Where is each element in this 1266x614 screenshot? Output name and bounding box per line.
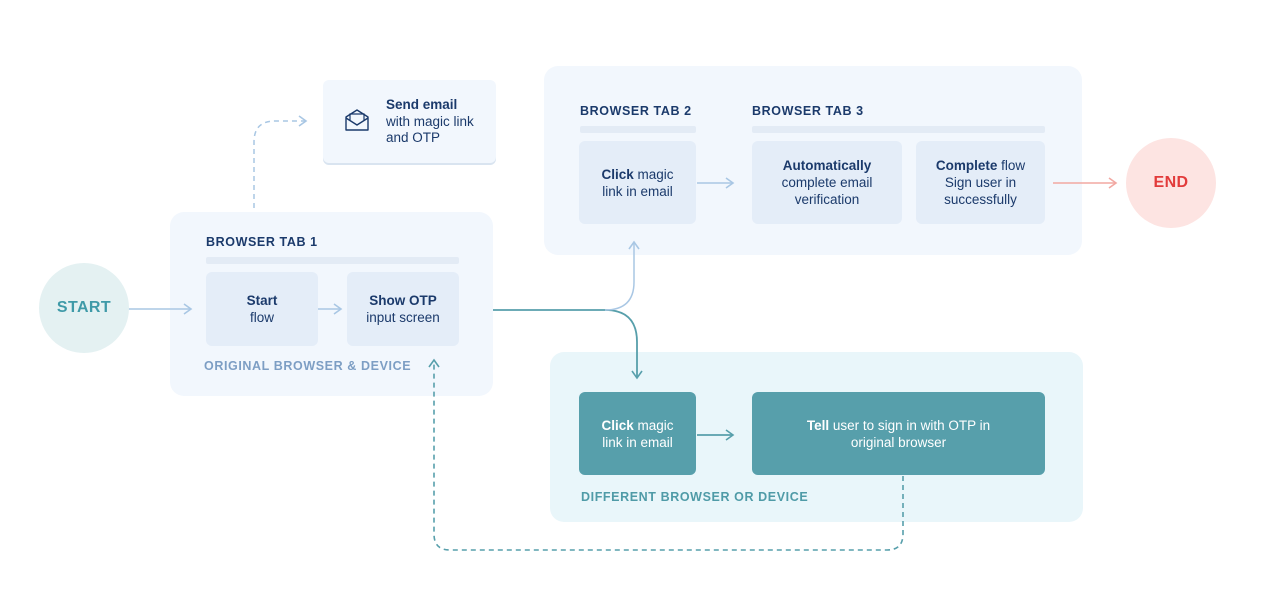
dashed-arrow-to-email xyxy=(253,115,308,208)
diff-tell-rest1: user to sign in with OTP in xyxy=(829,417,991,433)
browser-tab-1-bar xyxy=(206,257,459,264)
diff-click-bold: Click xyxy=(601,417,634,433)
end-label: END xyxy=(1153,174,1189,191)
branch-line-up xyxy=(604,240,640,311)
browser-tab-3-bar xyxy=(752,126,1045,133)
browser-tab-1-label: BROWSER TAB 1 xyxy=(206,235,318,249)
tab3-complete-bold: Complete xyxy=(935,158,998,173)
tab3-complete-l2: Sign user in xyxy=(944,175,1017,190)
show-otp-bold: Show OTP xyxy=(369,293,437,308)
show-otp-rest: input screen xyxy=(366,310,440,325)
tab2-click-bold: Click xyxy=(601,166,634,182)
send-email-line2: and OTP xyxy=(386,130,441,145)
start-flow-bold: Start xyxy=(246,293,278,308)
tab2-click-rest2: link in email xyxy=(602,183,673,199)
tab3-auto-l2: complete email xyxy=(781,175,873,190)
diff-tell-box: Tell user to sign in with OTP in origina… xyxy=(752,392,1045,475)
end-node: END xyxy=(1126,138,1216,228)
browser-tab-2-bar xyxy=(580,126,696,133)
tab3-auto-box: Automatically complete email verificatio… xyxy=(752,141,902,224)
different-browser-label: DIFFERENT BROWSER OR DEVICE xyxy=(581,490,809,504)
envelope-icon xyxy=(345,109,369,131)
tab2-click-box: Click magic link in email xyxy=(579,141,696,224)
original-browser-label: ORIGINAL BROWSER & DEVICE xyxy=(204,359,412,373)
diff-tell-bold: Tell xyxy=(806,417,830,433)
show-otp-box: Show OTP input screen xyxy=(347,272,459,346)
browser-tab-3-label: BROWSER TAB 3 xyxy=(752,104,864,118)
branch-line-down xyxy=(604,309,643,380)
tab3-complete-rest: flow xyxy=(997,158,1026,173)
tab3-auto-bold: Automatically xyxy=(782,158,872,173)
start-flow-box: Start flow xyxy=(206,272,318,346)
diff-click-rest2: link in email xyxy=(602,434,673,450)
start-node: START xyxy=(39,263,129,353)
diff-click-rest1: magic xyxy=(633,417,674,433)
send-email-card: Send email with magic link and OTP xyxy=(323,80,496,163)
diff-click-box: Click magic link in email xyxy=(579,392,696,475)
send-email-title: Send email xyxy=(386,97,458,112)
browser-tab-2-label: BROWSER TAB 2 xyxy=(580,104,692,118)
start-flow-rest: flow xyxy=(249,310,274,325)
tab3-complete-box: Complete flow Sign user in successfully xyxy=(916,141,1045,224)
diff-tell-rest2: original browser xyxy=(850,434,947,450)
dashed-loop-back xyxy=(428,358,904,551)
start-label: START xyxy=(56,299,112,316)
tab2-click-rest1: magic xyxy=(633,166,674,182)
tab3-complete-l3: successfully xyxy=(944,192,1017,207)
send-email-line1: with magic link xyxy=(386,113,474,129)
tab3-auto-l3: verification xyxy=(794,192,860,207)
